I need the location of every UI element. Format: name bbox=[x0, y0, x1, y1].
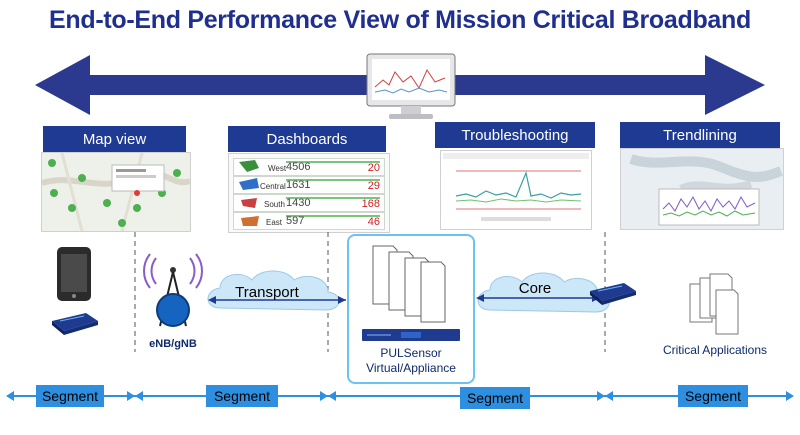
region-alerts: 20 bbox=[367, 162, 380, 174]
transport-cloud bbox=[207, 270, 346, 311]
core-label: Core bbox=[518, 280, 552, 297]
rack-appliance-icon bbox=[362, 329, 460, 341]
banner-troubleshooting: Troubleshooting bbox=[435, 122, 595, 148]
region-value: 1430 bbox=[286, 197, 311, 209]
banner-map-view: Map view bbox=[43, 126, 186, 152]
region-value: 1631 bbox=[286, 179, 311, 191]
dashboard-row: Central 1631 29 bbox=[233, 176, 385, 194]
critical-applications-label: Critical Applications bbox=[662, 343, 768, 357]
transport-label: Transport bbox=[235, 284, 299, 301]
document-stack-icon bbox=[372, 245, 446, 323]
monitor-icon bbox=[366, 53, 456, 119]
banner-dashboards: Dashboards bbox=[228, 126, 386, 152]
dashboard-row: West 4506 20 bbox=[233, 158, 385, 176]
segment-label: Segment bbox=[678, 385, 748, 407]
sensor-label-line1: PULSensor bbox=[380, 346, 442, 360]
region-label: West bbox=[268, 164, 287, 173]
banner-label: Troubleshooting bbox=[461, 126, 569, 144]
segment-label: Segment bbox=[36, 385, 104, 407]
segment-dividers bbox=[134, 232, 606, 352]
banner-label: Trendlining bbox=[663, 126, 737, 144]
applications-documents-icon bbox=[689, 273, 739, 335]
smartphone-icon bbox=[57, 247, 91, 301]
banner-trendlining: Trendlining bbox=[620, 122, 780, 148]
segment-label: Segment bbox=[206, 385, 278, 407]
router-device-icon bbox=[590, 283, 636, 305]
dashboard-row: South 1430 168 bbox=[233, 194, 385, 212]
trendlining-thumbnail bbox=[620, 148, 784, 230]
dashboards-thumbnail: West 4506 20 Central 1631 29 South 1430 … bbox=[228, 153, 390, 233]
map-view-thumbnail bbox=[41, 152, 191, 232]
dashboard-row: East 597 46 bbox=[233, 212, 385, 230]
region-alerts: 29 bbox=[367, 180, 380, 192]
router-device-icon bbox=[52, 313, 98, 335]
region-value: 597 bbox=[286, 215, 305, 227]
segment-label: Segment bbox=[460, 387, 530, 409]
region-label: Central bbox=[260, 182, 286, 191]
sensor-label-line2: Virtual/Appliance bbox=[366, 361, 456, 375]
banner-label: Dashboards bbox=[266, 130, 348, 148]
region-alerts: 168 bbox=[361, 198, 380, 210]
region-label: South bbox=[264, 200, 285, 209]
pulsensor-box: PULSensor Virtual/Appliance bbox=[347, 234, 475, 384]
cell-tower-icon bbox=[143, 253, 203, 327]
banner-label: Map view bbox=[82, 130, 147, 148]
page-title: End-to-End Performance View of Mission C… bbox=[49, 6, 751, 34]
troubleshooting-thumbnail bbox=[440, 150, 592, 230]
region-label: East bbox=[266, 218, 283, 227]
region-map-icons bbox=[239, 160, 259, 226]
enb-label: eNB/gNB bbox=[149, 338, 197, 350]
segment-arrows bbox=[6, 391, 794, 401]
region-alerts: 46 bbox=[367, 216, 380, 228]
region-value: 4506 bbox=[286, 161, 311, 173]
